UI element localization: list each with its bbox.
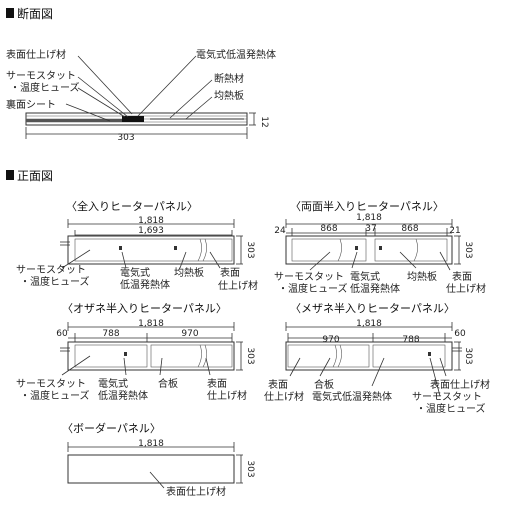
dim-thickness-12: 12: [259, 116, 269, 127]
mezane-label-surface2: 仕上げ材: [264, 390, 304, 403]
panel-border-dims: [67, 442, 243, 484]
dim-ozane-offset: 60: [56, 329, 68, 339]
dim-full-total: 1,818: [138, 216, 164, 226]
dim-mezane-offset: 60: [454, 329, 466, 339]
section-title-front: 正面図: [17, 169, 53, 183]
both-label-spreader: 均熱板: [407, 270, 437, 283]
dim-width-303: 303: [117, 133, 134, 143]
ozane-label-surface1: 表面: [207, 377, 227, 390]
full-label-thermo1: サーモスタット: [16, 264, 86, 276]
full-label-heater1: 電気式: [120, 266, 150, 279]
dim-border-height: 303: [245, 460, 255, 477]
dim-both-total: 1,818: [356, 213, 382, 223]
panel-mezane: [285, 341, 462, 371]
dim-border-total: 1,818: [138, 439, 164, 449]
label-back-sheet: 裏面シート: [6, 98, 56, 111]
dim-both-seg2: 868: [401, 224, 418, 234]
both-label-surface2: 仕上げ材: [446, 282, 486, 295]
dim-mezane-plain: 970: [322, 335, 339, 345]
dim-mezane-heater: 788: [402, 335, 419, 345]
cross-section-dimensions: [25, 112, 256, 139]
dim-both-left: 24: [274, 226, 286, 236]
panel-border-leader: [149, 471, 165, 489]
section-title-cross: 断面図: [17, 6, 53, 21]
panel-title-ozane: 〈オザネ半入りヒーターパネル〉: [62, 301, 227, 315]
panel-border: [67, 454, 235, 484]
mezane-label-heater: 電気式低温発熱体: [312, 390, 392, 403]
label-thermostat: サーモスタット: [6, 70, 76, 82]
panel-full: [60, 235, 235, 265]
dim-both-right: 21: [449, 226, 460, 236]
ozane-label-heater1: 電気式: [98, 377, 128, 390]
label-heat-spreader: 均熱板: [214, 89, 244, 102]
label-insulation: 断熱材: [214, 72, 244, 85]
full-label-heater2: 低温発熱体: [120, 278, 170, 291]
dim-ozane-total: 1,818: [138, 319, 164, 329]
ozane-label-plywood: 合板: [158, 377, 178, 390]
label-thermal-fuse: ・温度ヒューズ: [10, 81, 80, 94]
panel-both-half-leaders: [309, 251, 451, 271]
dim-both-seg1: 868: [320, 224, 337, 234]
full-label-spreader: 均熱板: [174, 266, 204, 279]
panel-both-half: [285, 235, 453, 265]
section-marker: [6, 8, 14, 18]
dim-both-mid: 37: [365, 224, 376, 234]
mezane-label-surface-right: 表面仕上げ材: [430, 378, 490, 391]
panel-ozane-dims: [67, 322, 243, 371]
panel-ozane-leaders: [61, 355, 211, 376]
dim-full-height: 303: [245, 241, 255, 258]
panel-full-leaders: [61, 249, 221, 269]
dim-full-inner: 1,693: [138, 226, 164, 236]
panel-mezane-leaders: [289, 357, 447, 397]
both-label-thermo1: サーモスタット: [274, 271, 344, 283]
full-label-surface2: 仕上げ材: [218, 279, 258, 292]
ozane-label-thermo1: サーモスタット: [16, 378, 86, 390]
dim-both-height: 303: [463, 241, 473, 258]
section-marker: [6, 170, 14, 180]
cross-section-leaders: [65, 55, 213, 122]
panel-title-border: 〈ボーダーパネル〉: [62, 421, 161, 435]
label-surface-finish: 表面仕上げ材: [6, 48, 66, 61]
both-label-heater1: 電気式: [350, 270, 380, 283]
dim-ozane-plain: 970: [181, 329, 198, 339]
both-label-surface1: 表面: [452, 270, 472, 283]
mezane-label-thermo1: サーモスタット: [412, 391, 482, 403]
panel-title-mezane: 〈メザネ半入りヒーターパネル〉: [290, 301, 455, 315]
both-label-thermo2: ・温度ヒューズ: [278, 282, 348, 295]
panel-mezane-dims: [285, 322, 461, 371]
both-label-heater2: 低温発熱体: [350, 282, 400, 295]
panel-title-both-half: 〈両面半入りヒーターパネル〉: [290, 199, 444, 213]
dim-ozane-height: 303: [245, 347, 255, 364]
cross-section-slab: [25, 112, 248, 126]
thermostat-block: [122, 116, 144, 122]
mezane-label-plywood: 合板: [314, 378, 334, 391]
full-label-thermo2: ・温度ヒューズ: [20, 275, 90, 288]
dim-mezane-height: 303: [463, 347, 473, 364]
full-label-surface1: 表面: [220, 266, 240, 279]
mezane-label-thermo2: ・温度ヒューズ: [416, 402, 486, 415]
panel-both-half-dims: [285, 219, 461, 265]
ozane-label-heater2: 低温発熱体: [98, 389, 148, 402]
border-label-surface: 表面仕上げ材: [166, 485, 226, 498]
mezane-label-surface1: 表面: [268, 378, 288, 391]
panel-title-full: 〈全入りヒーターパネル〉: [66, 199, 198, 213]
ozane-label-thermo2: ・温度ヒューズ: [20, 389, 90, 402]
dim-ozane-heater: 788: [102, 329, 119, 339]
panel-full-dims: [67, 219, 243, 265]
ozane-label-surface2: 仕上げ材: [207, 389, 247, 402]
panel-ozane: [60, 341, 235, 371]
dim-mezane-total: 1,818: [356, 319, 382, 329]
label-heater: 電気式低温発熱体: [196, 48, 276, 61]
